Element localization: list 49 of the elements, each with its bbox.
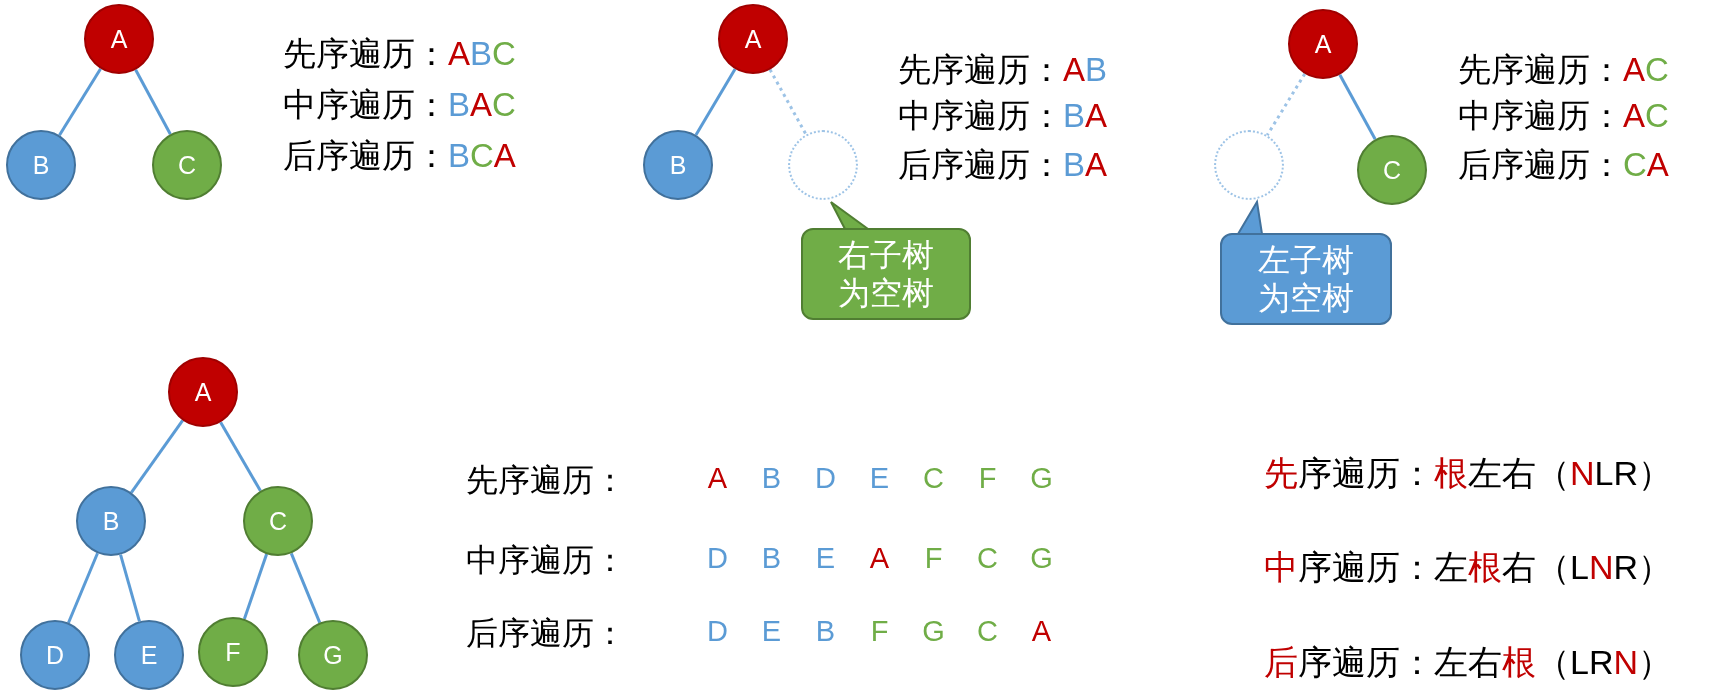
tree-node: C xyxy=(152,130,222,200)
traversal-text: 后序遍历：BA xyxy=(898,147,1108,184)
dotted-edge xyxy=(768,68,808,136)
tree-edge xyxy=(130,419,184,494)
traversal-text: 先序遍历：AB xyxy=(898,52,1108,89)
dotted-edge xyxy=(1266,73,1306,136)
traversal-text: 中序遍历：AC xyxy=(1458,98,1669,135)
tree-node: A xyxy=(1288,9,1358,79)
tree-node: B xyxy=(76,486,146,556)
tree-edge xyxy=(119,554,141,622)
tree-edge xyxy=(58,67,102,137)
tree-edge xyxy=(289,552,322,624)
traversal-text: 中序遍历：BA xyxy=(898,98,1108,135)
tree-edge xyxy=(67,552,99,624)
traversal-sequence: D E B F G C A xyxy=(706,616,1053,648)
tree-node: A xyxy=(168,357,238,427)
tree-node: C xyxy=(243,486,313,556)
tree-edge xyxy=(242,553,269,620)
tree-node: F xyxy=(198,617,268,687)
tree-node: B xyxy=(6,130,76,200)
traversal-text: 后序遍历： xyxy=(466,616,626,652)
tree-edge xyxy=(219,421,262,492)
tree-edge xyxy=(694,68,737,136)
tree-edge xyxy=(134,69,172,135)
empty-node-circle xyxy=(1214,130,1284,200)
traversal-text: 中序遍历： xyxy=(466,543,626,579)
traversal-text: 后序遍历：BCA xyxy=(283,138,516,175)
traversal-text: 先序遍历： xyxy=(466,463,626,499)
callout-box: 右子树为空树 xyxy=(801,228,971,320)
traversal-text: 中序遍历：BAC xyxy=(283,87,516,124)
traversal-rule: 后序遍历：左右根（LRN） xyxy=(1264,644,1673,682)
tree-node: G xyxy=(298,620,368,690)
tree-edge xyxy=(1338,73,1377,141)
empty-node-circle xyxy=(788,130,858,200)
tree-node: B xyxy=(643,130,713,200)
tree-node: A xyxy=(84,4,154,74)
tree-node: C xyxy=(1357,135,1427,205)
traversal-rule: 先序遍历：根左右（NLR） xyxy=(1264,455,1673,493)
traversal-text: 后序遍历：CA xyxy=(1458,147,1669,184)
callout-box: 左子树为空树 xyxy=(1220,233,1392,325)
traversal-sequence: A B D E C F G xyxy=(706,463,1054,495)
callout-pointer xyxy=(1236,199,1264,235)
tree-node: E xyxy=(114,620,184,690)
traversal-rule: 中序遍历：左根右（LNR） xyxy=(1264,549,1673,587)
traversal-text: 先序遍历：AC xyxy=(1458,52,1669,89)
tree-node: A xyxy=(718,4,788,74)
traversal-text: 先序遍历：ABC xyxy=(283,36,516,73)
traversal-sequence: D B E A F C G xyxy=(706,543,1054,575)
tree-node: D xyxy=(20,620,90,690)
